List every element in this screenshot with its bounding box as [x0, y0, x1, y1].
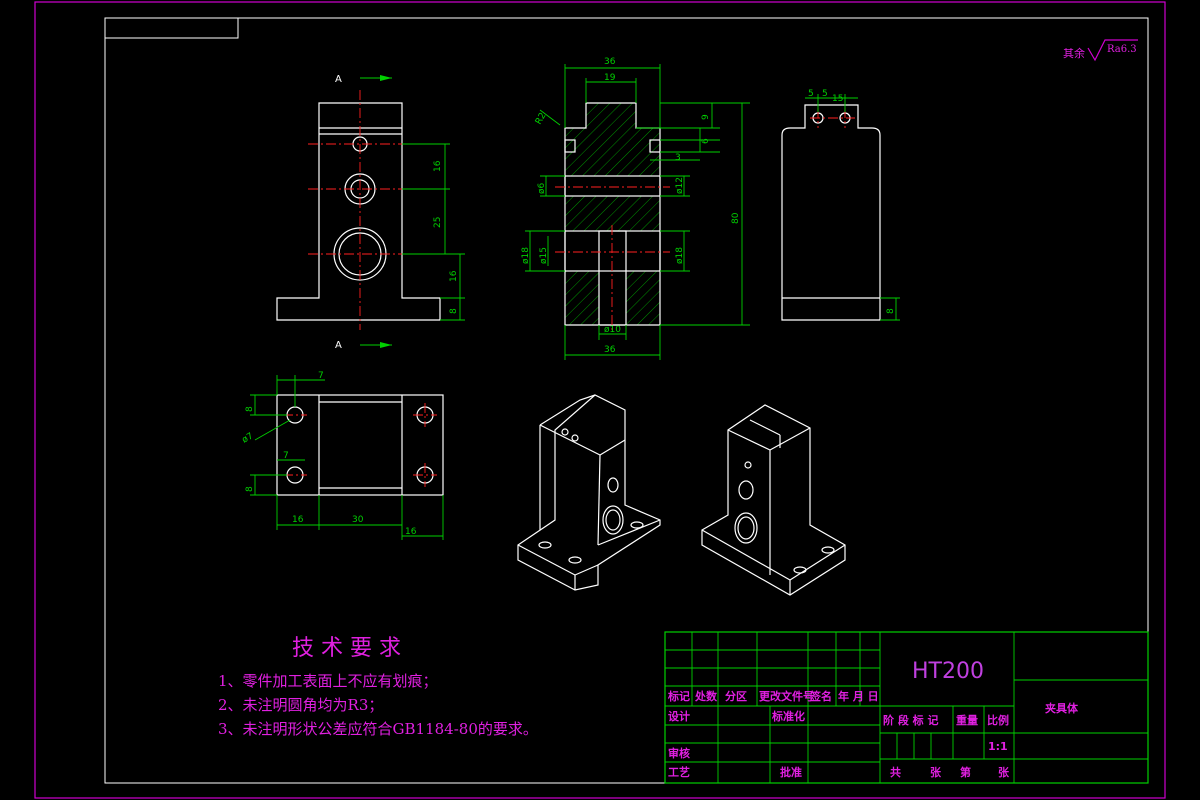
label-no: 第 — [960, 765, 971, 779]
section-dim-9: 9 — [701, 114, 711, 120]
top-dim-7b: 7 — [283, 451, 289, 461]
section-label-bottom: A — [335, 340, 342, 351]
section-dim-phi10: ø10 — [604, 325, 621, 335]
top-dim-phi7: ø7 — [241, 431, 256, 445]
front-dim-4: 8 — [449, 308, 459, 314]
side-dim-2: 5 — [822, 89, 828, 99]
front-dim-1: 16 — [433, 160, 443, 172]
scale-value: 1:1 — [988, 740, 1008, 753]
section-dim-36-bottom: 36 — [604, 345, 616, 355]
front-dim-3: 16 — [449, 270, 459, 282]
section-dim-phi18-left: ø18 — [521, 247, 531, 264]
section-dim-19: 19 — [604, 73, 616, 83]
label-zone: 分区 — [725, 689, 747, 703]
tech-req-item-2: 2、未注明圆角均为R3； — [218, 696, 383, 714]
front-dim-2: 25 — [433, 217, 443, 228]
label-design: 设计 — [668, 709, 690, 723]
section-view: 36 19 R2 80 9 6 3 ø12 ø18 ø6 ø18 — [521, 57, 750, 360]
isometric-view-right — [701, 404, 846, 596]
label-process: 工艺 — [668, 765, 690, 779]
title-block: HT200 夹具体 标记 处数 分区 更改文件号 签名 年 月 日 设计 标准化… — [664, 631, 1149, 784]
label-date: 年 月 日 — [838, 689, 879, 703]
section-dim-3: 3 — [675, 153, 681, 163]
section-label-top: A — [335, 74, 342, 85]
side-dim-1: 5 — [808, 89, 814, 99]
tech-req-title: 技 术 要 求 — [292, 636, 401, 661]
section-dim-36-top: 36 — [604, 57, 616, 67]
technical-requirements: 技 术 要 求 1、零件加工表面上不应有划痕； 2、未注明圆角均为R3； 3、未… — [218, 636, 538, 738]
section-dim-r2: R2 — [534, 111, 549, 126]
outer-frame — [34, 1, 1166, 799]
side-dim-3: 15 — [832, 94, 843, 104]
section-dim-phi15: ø15 — [539, 247, 549, 264]
side-dim-4: 8 — [886, 308, 896, 314]
section-dim-6: 6 — [701, 138, 711, 144]
inner-frame — [104, 17, 1149, 784]
label-approve: 批准 — [780, 765, 802, 779]
top-dim-8b: 8 — [245, 486, 255, 492]
section-dim-80: 80 — [731, 212, 741, 224]
label-ratio: 比例 — [987, 713, 1009, 727]
part-name: 夹具体 — [1045, 701, 1079, 715]
top-dim-16a: 16 — [292, 515, 304, 525]
section-dim-phi18-right: ø18 — [675, 247, 685, 264]
isometric-view-left — [517, 394, 661, 591]
section-dim-phi12: ø12 — [675, 177, 685, 194]
top-dim-8a: 8 — [245, 406, 255, 412]
tech-req-item-1: 1、零件加工表面上不应有划痕； — [218, 672, 438, 690]
top-dim-30: 30 — [352, 515, 364, 525]
material-text: HT200 — [912, 659, 984, 684]
label-sheets2: 张 — [998, 765, 1010, 779]
top-view: 7 8 ø7 7 8 16 30 16 — [241, 371, 444, 540]
label-stage-mark: 阶 段 标 记 — [883, 713, 939, 727]
roughness-value: Ra6.3 — [1107, 44, 1137, 55]
label-total: 共 — [890, 765, 901, 779]
label-sign: 签名 — [809, 689, 832, 703]
label-sheets: 张 — [930, 765, 942, 779]
top-dim-7a: 7 — [318, 371, 324, 381]
top-dim-16b: 16 — [405, 527, 417, 537]
roughness-prefix: 其余 — [1063, 46, 1085, 60]
label-mark: 标记 — [667, 689, 690, 703]
side-view: 5 5 15 8 — [781, 89, 900, 321]
top-left-box — [104, 17, 239, 39]
label-review: 审核 — [668, 746, 690, 760]
tech-req-item-3: 3、未注明形状公差应符合GB1184-80的要求。 — [218, 720, 538, 738]
roughness-symbol: 其余 Ra6.3 — [1063, 39, 1138, 62]
label-weight: 重量 — [956, 713, 978, 727]
label-count: 处数 — [694, 689, 718, 703]
label-docno: 更改文件号 — [759, 689, 814, 703]
section-dim-phi6: ø6 — [537, 182, 547, 194]
front-view: A A 16 25 16 8 — [276, 74, 465, 351]
label-standardize: 标准化 — [771, 709, 805, 723]
